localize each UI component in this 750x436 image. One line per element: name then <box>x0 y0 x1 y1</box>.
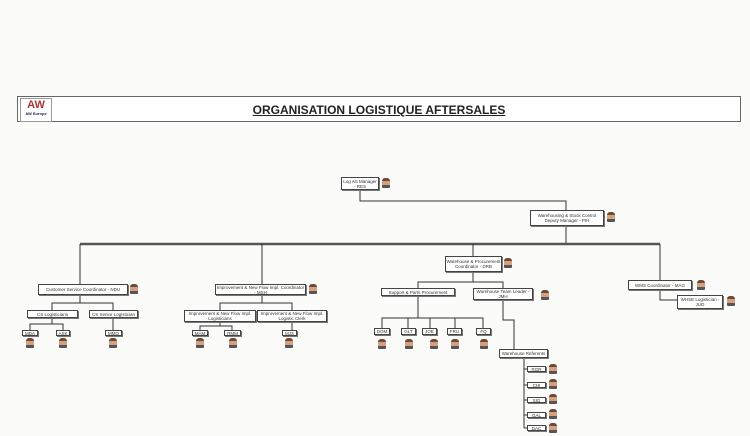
person-photo <box>196 338 204 348</box>
person-photo <box>405 339 413 349</box>
person-photo <box>549 423 557 433</box>
node-customer-service: Customer Service Coordinator - NDU <box>38 284 128 295</box>
person-photo <box>26 338 34 348</box>
person-photo <box>504 258 512 268</box>
leaf-imp: RMM <box>224 330 241 336</box>
node-improvement: Improvement & New Flow Impl. Coordinator… <box>215 284 306 295</box>
person-photo <box>430 339 438 349</box>
person-photo <box>309 284 317 294</box>
logo-text: AW <box>27 99 45 111</box>
leaf-referent: CHI <box>527 382 546 388</box>
person-photo <box>727 296 735 306</box>
leaf-support: FRU <box>447 328 462 335</box>
leaf-referent: DAC <box>527 425 546 431</box>
leaf-referent: SIG <box>527 397 546 403</box>
leaf-referent: GAL <box>527 412 546 418</box>
person-photo <box>59 338 67 348</box>
node-cs-logisticians: CS Logisticians <box>27 310 78 318</box>
leaf-support: DOM <box>374 328 390 335</box>
node-warehouse-procurement: Warehouse & Procurement Coordinator - DR… <box>445 256 502 272</box>
leaf-referent: RGR <box>527 366 546 372</box>
node-imp-clerk: Improvement & New Flow Impl. Logistic Cl… <box>257 310 327 322</box>
logo-subtext: AW Europe <box>25 111 47 116</box>
node-cs-senior: CS Senior Logistician <box>89 310 138 318</box>
leaf-cs: MDA <box>22 330 38 336</box>
leaf-support: JOE <box>422 328 437 335</box>
person-photo <box>549 364 557 374</box>
leaf-support: FQ <box>476 328 491 335</box>
person-photo <box>549 409 557 419</box>
node-warehouse-referents: Warehouse Referents <box>499 349 548 358</box>
person-photo <box>382 178 390 188</box>
person-photo <box>109 338 117 348</box>
person-photo <box>285 338 293 348</box>
page-title: ORGANISATION LOGISTIQUE AFTERSALES <box>252 103 506 117</box>
header-banner <box>17 96 741 122</box>
leaf-support: GLT <box>401 328 416 335</box>
leaf-imp: MJS <box>282 330 297 336</box>
leaf-cs: MMO <box>105 330 122 336</box>
node-support-parts: Support & Parts Procurement <box>381 288 455 296</box>
person-photo <box>541 290 549 300</box>
person-photo <box>549 379 557 389</box>
node-whse-logistician: WHSE Logistician - JUD <box>677 295 723 309</box>
person-photo <box>480 339 488 349</box>
person-photo <box>378 339 386 349</box>
person-photo <box>229 338 237 348</box>
node-team-leader: Warehouse Team Leader - JMH <box>473 288 533 300</box>
node-warehousing-manager: Warehousing & Stock Control Deputy Manag… <box>530 210 604 226</box>
leaf-imp: MAM <box>192 330 208 336</box>
person-photo <box>697 280 705 290</box>
node-log-as-manager: Log AS Manager - RES <box>341 177 379 190</box>
node-wms-coordinator: WMS Coordinator - MAG <box>628 280 692 290</box>
person-photo <box>451 339 459 349</box>
leaf-cs: ASK <box>56 330 70 336</box>
node-imp-logisticians: Improvement & New Flow Impl. Logistician… <box>184 310 256 322</box>
person-photo <box>130 284 138 294</box>
person-photo <box>549 394 557 404</box>
person-photo <box>607 212 615 222</box>
